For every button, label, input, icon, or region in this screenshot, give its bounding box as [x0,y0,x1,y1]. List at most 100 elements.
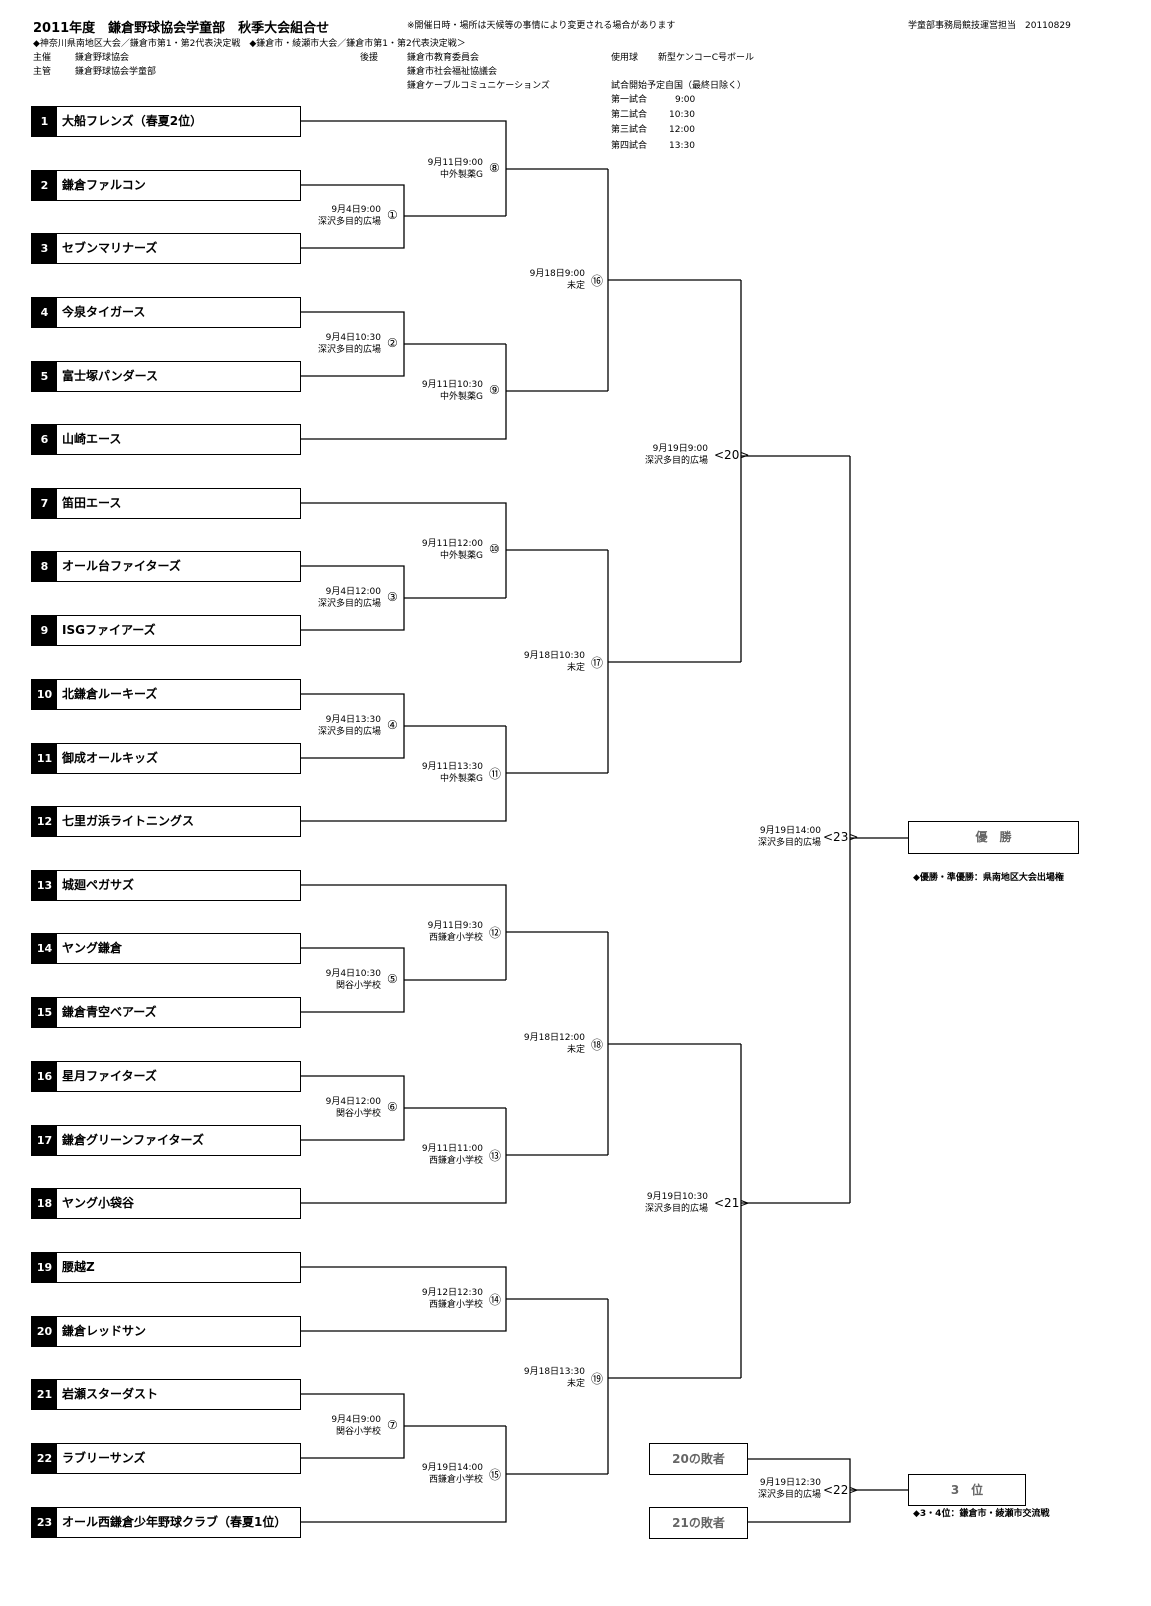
match-15-number: ⑮ [489,1468,502,1482]
team-number: 12 [32,807,57,836]
match-1-info: 9月4日9:00 深沢多目的広場 [318,204,381,228]
match-date: 9月11日9:30 [427,921,483,931]
ball-label: 使用球 [611,53,639,63]
team-slot-10: 10 北鎌倉ルーキーズ [31,679,301,710]
match-venue: 未定 [566,663,585,673]
match-8-info: 9月11日9:00 中外製薬G [428,157,483,181]
team-name: 笛田エース [62,496,122,510]
team-slot-11: 11 御成オールキッズ [31,743,301,774]
team-slot-8: 8 オール台ファイターズ [31,551,301,582]
team-number: 2 [32,171,57,200]
match-12-number: ⑫ [489,926,502,940]
match-16-number: ⑯ [591,274,604,288]
match-date: 9月18日13:30 [523,1367,585,1377]
team-name: 星月ファイターズ [62,1069,157,1083]
match-6-number: ⑥ [387,1100,398,1114]
match-18-info: 9月18日12:00 未定 [524,1032,585,1056]
match-10-info: 9月11日12:00 中外製薬G [422,538,483,562]
match-19-info: 9月18日13:30 未定 [524,1366,585,1390]
team-name: 御成オールキッズ [62,751,159,765]
match-14-info: 9月12日12:30 西鎌倉小学校 [422,1287,483,1311]
team-slot-14: 14 ヤング鎌倉 [31,933,301,964]
match-venue: 深沢多目的広場 [317,217,381,227]
match-venue: 西鎌倉小学校 [428,933,483,943]
loser-21-box: 21の敗者 [649,1507,748,1539]
team-slot-15: 15 鎌倉青空ベアーズ [31,997,301,1028]
team-slot-2: 2 鎌倉ファルコン [31,170,301,201]
match-date: 9月19日14:00 [421,1463,483,1473]
team-slot-17: 17 鎌倉グリーンファイターズ [31,1125,301,1156]
team-name: ラブリーサンズ [62,1451,146,1465]
team-name: オール台ファイターズ [62,559,181,573]
team-name: 北鎌倉ルーキーズ [62,687,158,701]
match-date: 9月19日9:00 [652,444,708,454]
team-number: 3 [32,234,57,263]
match-13-info: 9月11日11:00 西鎌倉小学校 [422,1143,483,1167]
match-12-info: 9月11日9:30 西鎌倉小学校 [428,920,483,944]
page-title: 2011年度 鎌倉野球協会学童部 秋季大会組合せ [33,21,330,36]
manager-value: 鎌倉野球協会学童部 [75,67,157,77]
team-name: 鎌倉青空ベアーズ [62,1005,157,1019]
team-number: 14 [32,934,57,963]
team-slot-16: 16 星月ファイターズ [31,1061,301,1092]
match-date: 9月18日12:00 [523,1033,585,1043]
match-date: 9月4日13:30 [325,715,381,725]
match-date: 9月4日9:00 [331,1415,381,1425]
team-number: 20 [32,1317,57,1346]
team-number: 15 [32,998,57,1027]
match-20-number: <20> [714,448,750,462]
match-venue: 中外製薬G [440,774,483,784]
match-23-number: <23> [823,830,859,844]
champion-box: 優 勝 [908,821,1079,854]
match-date: 9月11日13:30 [421,762,483,772]
match-date: 9月4日12:00 [325,1097,381,1107]
match-1-number: ① [387,208,398,222]
schedule-time-3: 12:00 [669,125,695,135]
match-14-number: ⑭ [489,1293,502,1307]
manager-label: 主管 [33,67,52,77]
team-number: 9 [32,616,57,645]
loser-20-box: 20の敗者 [649,1443,748,1475]
team-number: 4 [32,298,57,327]
team-number: 16 [32,1062,57,1091]
match-venue: 未定 [566,281,585,291]
match-venue: 中外製薬G [440,392,483,402]
match-venue: 深沢多目的広場 [757,838,821,848]
sponsor-1: 鎌倉市教育委員会 [407,53,480,63]
team-name: 富士塚パンダース [62,369,159,383]
team-name: ヤング鎌倉 [62,941,123,955]
match-11-number: ⑪ [489,767,502,781]
team-name: ヤング小袋谷 [62,1196,135,1210]
team-name: ISGファイアーズ [62,623,156,637]
match-21-number: <21> [714,1196,750,1210]
team-name: 鎌倉グリーンファイターズ [62,1133,204,1147]
match-venue: 未定 [566,1379,585,1389]
match-13-number: ⑬ [489,1149,502,1163]
team-name: 七里ガ浜ライトニングス [62,814,195,828]
match-2-info: 9月4日10:30 深沢多目的広場 [318,332,381,356]
team-number: 11 [32,744,57,773]
match-date: 9月4日9:00 [331,205,381,215]
team-number: 5 [32,362,57,391]
team-number: 21 [32,1380,57,1409]
team-name: 岩瀬スターダスト [62,1387,159,1401]
team-number: 17 [32,1126,57,1155]
team-slot-13: 13 城廻ペガサズ [31,870,301,901]
match-10-number: ⑩ [489,542,500,556]
schedule-time-2: 10:30 [669,110,695,120]
third-place-note: ◆3・4位：鎌倉市・綾瀬市交流戦 [913,1509,1050,1519]
team-number: 10 [32,680,57,709]
team-slot-7: 7 笛田エース [31,488,301,519]
match-9-number: ⑨ [489,383,500,397]
match-venue: 西鎌倉小学校 [428,1475,483,1485]
team-number: 23 [32,1508,57,1537]
match-date: 9月19日12:30 [759,1478,821,1488]
match-5-info: 9月4日10:30 関谷小学校 [326,968,381,992]
organizer-value: 鎌倉野球協会 [75,53,130,63]
match-date: 9月19日14:00 [759,826,821,836]
team-number: 1 [32,107,57,136]
match-venue: 関谷小学校 [335,1427,381,1437]
sponsor-label: 後援 [360,53,379,63]
third-place-box: 3 位 [908,1474,1026,1506]
